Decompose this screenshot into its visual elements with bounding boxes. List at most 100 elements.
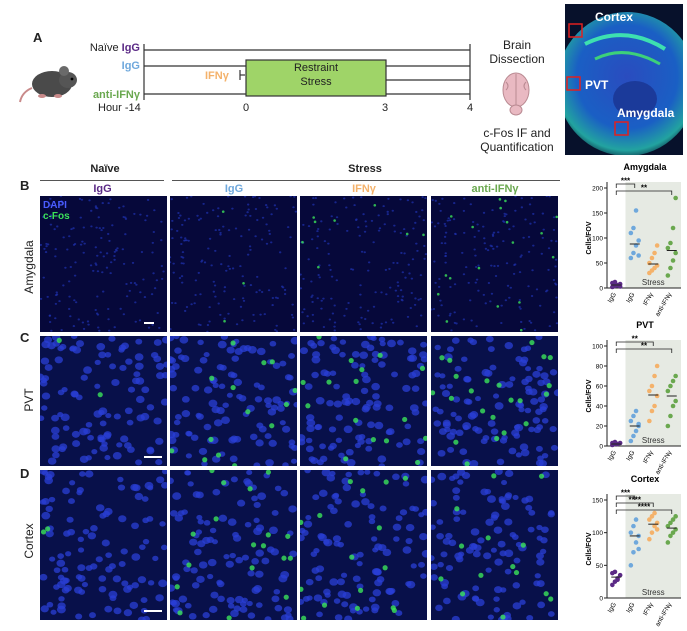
- data-point: [633, 428, 639, 434]
- significance-bracket: [615, 502, 654, 507]
- label-igg-naive: IgG: [121, 42, 140, 54]
- stress-shade-label: Stress: [642, 278, 665, 287]
- data-point: [652, 523, 657, 529]
- cfos-quant-label: c-Fos IF and Quantification: [480, 126, 554, 154]
- data-point: [636, 421, 641, 427]
- data-point: [647, 517, 652, 522]
- micrograph-cortex-1: [170, 470, 297, 620]
- data-point: [647, 260, 652, 266]
- data-point: [631, 413, 636, 419]
- data-point: [612, 279, 618, 285]
- x-tick-label: anti-IFNγ: [654, 291, 674, 318]
- panel-letter-b: B: [20, 178, 30, 193]
- micrograph-amygdala-1: [170, 196, 297, 332]
- significance-bracket: [615, 509, 673, 514]
- data-point: [628, 255, 634, 261]
- data-point: [649, 408, 655, 414]
- micrograph-amygdala-3: [431, 196, 558, 332]
- stress-label: Stress: [300, 76, 332, 88]
- data-point: [617, 572, 623, 578]
- data-point: [652, 403, 657, 409]
- y-axis-label: Cells/FOV: [586, 221, 593, 254]
- panel-letter-d: D: [20, 466, 30, 481]
- y-tick-label: 80: [596, 364, 604, 371]
- data-point: [633, 208, 639, 213]
- micrograph-pvt-3: [431, 336, 558, 466]
- header-stress: Stress: [348, 163, 382, 175]
- data-point: [670, 225, 676, 231]
- data-point: [670, 517, 676, 522]
- data-point: [631, 225, 636, 231]
- header-stress-rule: [172, 180, 560, 181]
- timeline-lines: [143, 44, 471, 100]
- significance-label: **: [632, 335, 639, 344]
- data-point: [665, 273, 671, 278]
- y-axis-label: Cells/FOV: [586, 532, 593, 565]
- chart-title: Amygdala: [623, 162, 667, 172]
- y-tick-label: 100: [592, 236, 603, 243]
- scale-bar: [144, 322, 154, 324]
- header-col-4: anti-IFNγ: [471, 183, 519, 195]
- significance-label: ****: [629, 496, 642, 505]
- x-tick-label: IgG: [607, 292, 618, 305]
- stress-shade-label: Stress: [642, 436, 665, 445]
- data-point: [668, 383, 673, 389]
- mouse-icon: [19, 66, 77, 103]
- data-point: [665, 540, 671, 545]
- data-point: [649, 530, 655, 535]
- significance-bracket: [615, 183, 636, 188]
- timeline-row-igg: IgG: [121, 60, 140, 72]
- tick-0: 0: [243, 102, 250, 114]
- y-tick-label: 20: [596, 424, 604, 431]
- y-tick-label: 150: [592, 498, 603, 505]
- data-point: [636, 238, 641, 243]
- header-col-2: IgG: [224, 183, 244, 195]
- data-point: [615, 577, 620, 583]
- y-tick-label: 100: [592, 530, 603, 537]
- data-point: [670, 530, 676, 535]
- panel-letter-c: C: [20, 330, 30, 345]
- header-col-1: IgG: [93, 183, 112, 195]
- panel-letter-a: A: [33, 30, 43, 45]
- data-point: [668, 520, 673, 526]
- significance-bracket: [615, 341, 654, 346]
- region-label-amygdala: Amygdala: [22, 240, 36, 294]
- scale-bar: [144, 610, 162, 612]
- x-tick-label: IgG: [607, 450, 618, 463]
- data-point: [610, 582, 615, 588]
- data-point: [633, 408, 639, 414]
- micrograph-cortex-3: [431, 470, 558, 620]
- x-tick-label: IFNγ: [642, 449, 655, 465]
- y-tick-label: 60: [596, 384, 604, 391]
- restraint-label: Restraint: [293, 62, 339, 74]
- data-point: [668, 265, 673, 271]
- significance-bracket: [615, 495, 636, 500]
- data-point: [612, 569, 618, 575]
- data-point: [633, 540, 639, 545]
- data-point: [670, 378, 676, 384]
- data-point: [668, 240, 673, 246]
- data-point: [631, 250, 636, 256]
- data-point: [649, 514, 655, 519]
- micrograph-pvt-1: [170, 336, 297, 466]
- region-label-pvt: PVT: [22, 388, 36, 412]
- x-tick-label: IgG: [625, 450, 636, 463]
- micrograph-cortex-0: [40, 470, 167, 620]
- significance-label: **: [641, 184, 648, 193]
- significance-label: ***: [621, 177, 631, 186]
- header-naive: Naïve: [90, 163, 120, 175]
- data-point: [654, 393, 660, 399]
- legend-cfos: c-Fos: [43, 211, 70, 222]
- data-point: [633, 517, 639, 522]
- legend-dapi: DAPI: [43, 200, 67, 211]
- inset-label-amygdala: Amygdala: [617, 106, 675, 120]
- header-col-3: IFNγ: [352, 183, 376, 195]
- micrograph-pvt-2: [300, 336, 427, 466]
- ifng-label: IFNγ: [205, 70, 229, 82]
- header-naive-rule: [40, 180, 164, 181]
- y-tick-label: 200: [592, 186, 603, 193]
- y-tick-label: 50: [596, 563, 604, 570]
- data-point: [649, 255, 655, 261]
